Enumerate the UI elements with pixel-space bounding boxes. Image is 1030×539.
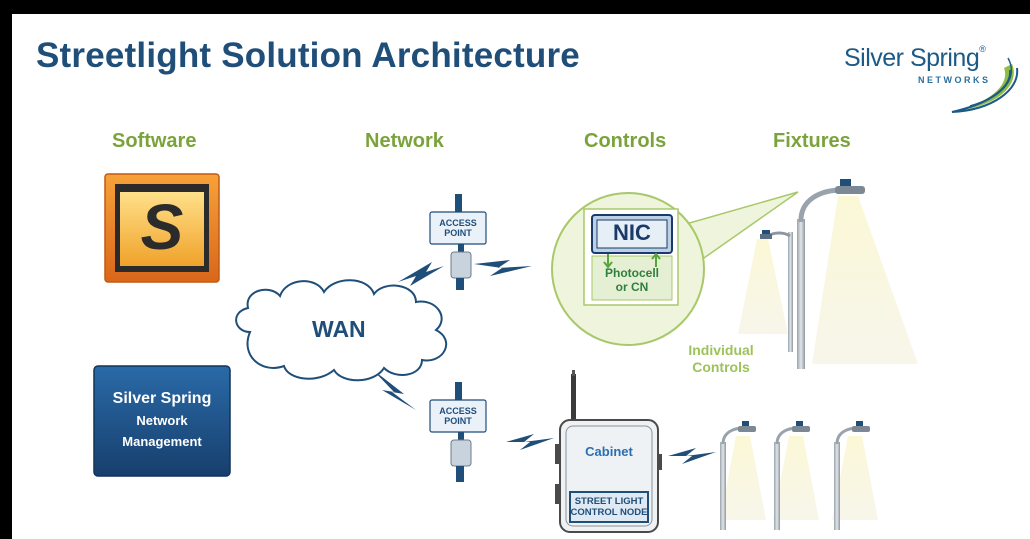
column-heading-fixtures: Fixtures <box>773 130 851 152</box>
ap-bottom-line1: ACCESS <box>439 406 477 416</box>
node-line2: CONTROL NODE <box>570 507 648 518</box>
photocell-line1: Photocell <box>604 266 659 280</box>
slide-title: Streetlight Solution Architecture <box>36 36 580 75</box>
architecture-diagram <box>93 173 918 533</box>
streetlight-individual-icon <box>760 179 865 369</box>
logo-registered-mark: ® <box>979 44 986 54</box>
access-point-bottom-icon <box>429 382 487 482</box>
individual-line1: Individual <box>688 342 754 358</box>
cabinet-icon <box>555 370 662 533</box>
company-logo: Silver Spring® NETWORKS <box>842 38 1022 116</box>
column-heading-controls: Controls <box>584 130 667 152</box>
node-line1: STREET LIGHT <box>574 496 644 507</box>
photocell-line2: or CN <box>615 280 649 294</box>
software-app-icon <box>104 173 220 283</box>
individual-line2: Controls <box>692 359 750 375</box>
ap-top-line1: ACCESS <box>439 218 477 228</box>
logo-tagline: NETWORKS <box>918 75 991 85</box>
nic-label: NIC <box>613 220 651 245</box>
individual-controls-label: Individual Controls <box>676 342 766 376</box>
wan-cloud-icon <box>235 279 448 382</box>
wan-label: WAN <box>312 316 366 342</box>
control-node-label: STREET LIGHT CONTROL NODE <box>570 496 648 518</box>
light-beams <box>720 196 918 520</box>
access-point-top-icon <box>429 194 487 290</box>
nms-line2: Network <box>136 413 188 428</box>
wireless-link-icon <box>372 260 716 464</box>
nms-line3: Management <box>122 434 202 449</box>
streetlight-group-icon <box>720 421 870 530</box>
slide: Streetlight Solution Architecture Silver… <box>12 14 1030 539</box>
nms-line1: Silver Spring <box>112 390 212 407</box>
app-icon-letter: S <box>140 191 184 263</box>
ap-bottom-line2: POINT <box>444 416 472 426</box>
nic-callout <box>551 191 799 346</box>
access-point-top-label: ACCESS POINT <box>430 218 486 238</box>
nms-box <box>93 365 231 477</box>
nms-label: Silver Spring Network Management <box>94 388 230 452</box>
logo-swoosh-icon <box>951 57 1019 113</box>
access-point-bottom-label: ACCESS POINT <box>430 406 486 426</box>
ap-top-line2: POINT <box>444 228 472 238</box>
logo-name: Silver Spring <box>844 44 980 72</box>
column-heading-software: Software <box>112 130 197 152</box>
column-heading-network: Network <box>365 130 444 152</box>
photocell-label: Photocell or CN <box>592 266 672 294</box>
cabinet-label: Cabinet <box>585 444 633 459</box>
